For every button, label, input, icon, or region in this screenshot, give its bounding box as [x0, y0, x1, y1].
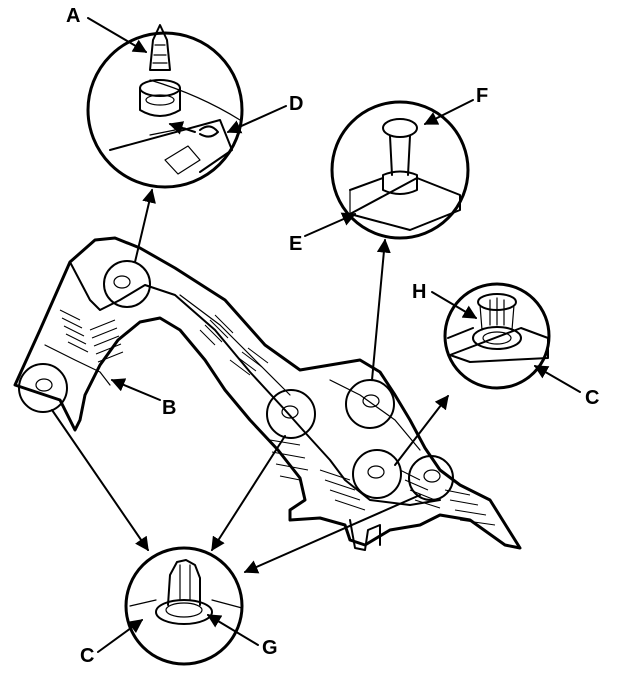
clip-locations — [18, 260, 454, 501]
callout-g: G — [262, 637, 278, 659]
callout-labels: A D F E H C B C G — [66, 5, 599, 667]
clip-location-e — [345, 379, 395, 429]
detail-clip-g — [124, 546, 244, 666]
callout-c-bottom: C — [80, 645, 94, 667]
trim-panel — [13, 236, 522, 551]
clip-location-b — [18, 363, 68, 413]
callout-b: B — [162, 397, 176, 419]
callout-d: D — [289, 93, 303, 115]
callout-h: H — [412, 281, 426, 303]
connector-arrows — [51, 188, 449, 574]
panel-ribs — [59, 309, 496, 526]
detail-clip-a — [86, 24, 244, 189]
clip-location-lower — [352, 449, 402, 499]
detail-clip-f — [330, 100, 470, 240]
callout-e: E — [289, 233, 302, 255]
callout-a: A — [66, 5, 80, 27]
clip-location-mid — [266, 389, 316, 439]
detail-clip-h — [443, 282, 551, 390]
callout-f: F — [476, 85, 488, 107]
callout-c-right: C — [585, 387, 599, 409]
callout-leaders — [87, 17, 581, 653]
clip-location-h — [408, 455, 454, 501]
clip-location-a — [103, 260, 151, 308]
